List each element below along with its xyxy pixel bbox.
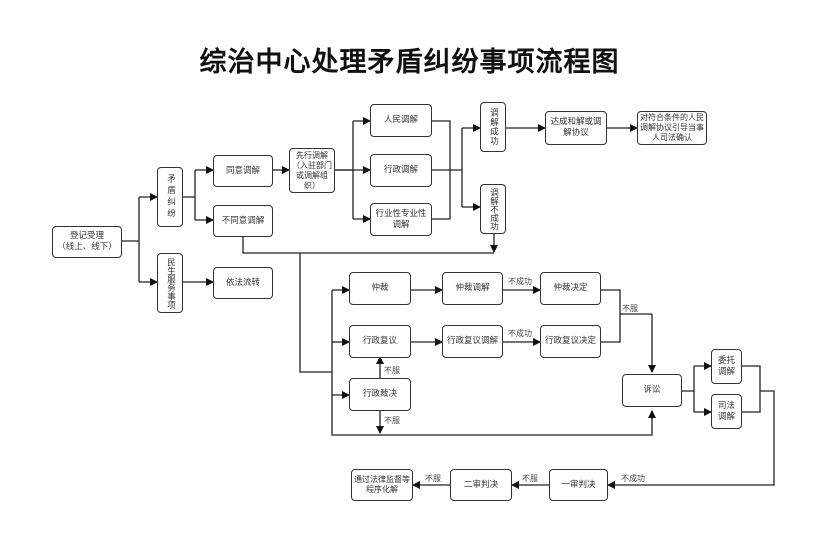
label-court-fail: 不成功 [621,474,645,483]
label-ruling-reject-up: 不服 [384,366,400,375]
edge-court-merge [608,365,775,485]
node-dispute: 矛盾纠纷 [157,167,183,227]
node-second-instance: 二审判决 [450,469,512,501]
node-admin-review-decision: 行政复议决定 [540,325,601,358]
edge-left-bus [331,290,653,436]
edge-disagree-bus [242,236,494,254]
node-industry-mediation: 行业性专业性调解 [370,203,432,236]
edge-dispute-trunk [183,170,196,220]
node-disagree: 不同意调解 [213,205,273,237]
label-arbitration-fail: 不成功 [508,277,532,286]
node-agree: 同意调解 [213,155,273,187]
node-first-mediation: 先行调解（入驻部门或调解组织） [289,148,335,193]
page-title: 综治中心处理矛盾纠纷事项流程图 [199,47,620,78]
node-admin-review: 行政复议 [349,325,411,358]
edge-decisions-merge [601,289,652,343]
label-ruling-reject-down: 不服 [384,416,400,425]
node-legal-supervision: 通过法律监督等程序化解 [351,469,413,501]
node-success: 调解成功 [480,102,506,152]
edge-merge [432,120,463,220]
node-agreement: 达成和解或调解协议 [545,111,607,145]
node-admin-review-mediation: 行政复议调解 [442,325,503,358]
node-arbitration-decision: 仲裁决定 [540,272,601,305]
edge-litigation-trunk [682,366,695,412]
label-decision-reject: 不服 [622,304,638,313]
node-register: 登记受理 （线上、线下） [52,226,122,258]
node-first-instance: 一审判决 [549,469,608,501]
node-arbitration-mediation: 仲裁调解 [442,272,503,305]
label-review-fail: 不成功 [508,329,532,338]
label-first-reject: 不服 [522,474,538,483]
label-second-reject: 不服 [425,474,441,483]
node-admin-mediation: 行政调解 [370,154,432,187]
node-arbitration: 仲裁 [349,272,411,305]
node-entrusted-mediation: 委托调解 [711,349,742,384]
node-judicial-mediation: 司法调解 [711,394,742,429]
node-lawful-transfer: 依法流转 [213,267,273,299]
edge-bus-down [299,253,332,373]
node-admin-ruling: 行政裁决 [349,378,411,411]
node-litigation: 诉讼 [622,374,682,407]
node-people-mediation: 人民调解 [370,104,432,137]
node-livelihood: 民生服务事项 [157,253,183,313]
node-judicial-confirm: 对符合条件的人民调解协议引导当事人司法确认 [637,111,707,145]
edge-register-trunk [122,197,140,282]
node-fail: 调解不成功 [480,184,506,234]
